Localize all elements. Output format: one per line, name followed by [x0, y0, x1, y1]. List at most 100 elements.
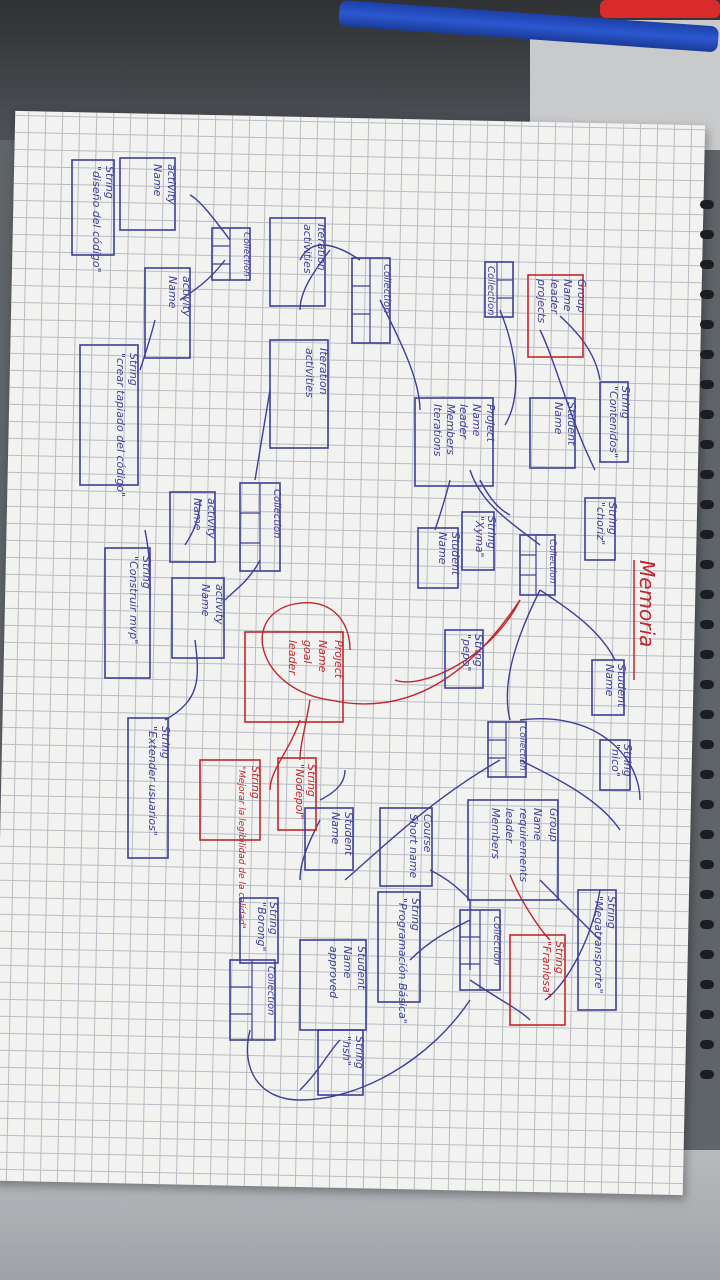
project-attr-leader: leader: [457, 404, 470, 440]
student-header: Student: [615, 664, 628, 708]
spiral-ring: [700, 770, 714, 779]
spiral-ring: [700, 230, 714, 239]
spiral-ring: [700, 590, 714, 599]
diagram-title: Memoria: [633, 560, 659, 680]
group-attr-name: Name: [561, 279, 574, 312]
group-attr-members: Members: [489, 808, 502, 859]
group-attr-leader: leader: [548, 279, 561, 315]
string-choriz: String "choriz": [584, 497, 619, 561]
course-attr-shortname: Short name: [407, 814, 420, 878]
string-programacion: String "Programación Básica": [377, 891, 422, 1024]
collection-members: Collection: [519, 534, 557, 596]
string-value: "nico": [609, 744, 622, 777]
spiral-ring: [700, 890, 714, 899]
student-object-1: Student Name: [529, 397, 578, 469]
spiral-ring: [700, 380, 714, 389]
student-attr-approved: approved: [327, 946, 340, 999]
string-hsh: String "hsh": [317, 1029, 366, 1096]
activity-header: activity: [213, 584, 226, 625]
string-value: "Mejorar la legibilidad de la calidad": [236, 766, 246, 929]
spiral-ring: [700, 350, 714, 359]
string-xyma: String "Xyma": [461, 511, 498, 571]
spiral-ring: [700, 740, 714, 749]
spiral-ring: [700, 410, 714, 419]
spiral-ring: [700, 440, 714, 449]
string-header: String: [249, 766, 262, 799]
student-object-5: Student Name approved: [299, 939, 368, 1031]
string-value: "hsh": [340, 1036, 353, 1066]
red-pen-cap: [600, 0, 720, 18]
spiral-ring: [700, 800, 714, 809]
project-attr-name: Name: [470, 404, 483, 437]
group-attr-leader: leader: [503, 808, 516, 844]
string-pepo: String "pepo": [444, 629, 485, 689]
string-value: "diseño del código": [90, 166, 103, 273]
collection-header: Collection: [485, 266, 496, 315]
course-header: Course: [421, 814, 434, 853]
string-header: String: [606, 502, 619, 535]
spiral-ring: [700, 950, 714, 959]
string-value: "Megatransporte": [592, 896, 605, 994]
project-attr-iterations: Iterations: [431, 404, 444, 457]
spiral-ring: [700, 650, 714, 659]
group-header: Group: [547, 808, 560, 842]
string-header: String: [353, 1036, 366, 1069]
string-value: "choriz": [594, 502, 607, 545]
string-borong: String "Borong": [239, 897, 280, 964]
spiral-ring: [700, 980, 714, 989]
project-attr-leader: leader: [286, 640, 299, 676]
project-object-1: Project Name leader Members Iterations: [414, 397, 497, 487]
collection-header: Collection: [241, 232, 251, 277]
collection-group2: Collection: [459, 909, 502, 991]
activity-attr-name: Name: [151, 164, 164, 197]
student-header: Student: [342, 812, 355, 856]
string-nodepol: String "Nodepol": [277, 757, 318, 831]
project-attr-name: Name: [316, 640, 329, 673]
spiral-ring: [700, 620, 714, 629]
string-nico: String "nico": [599, 739, 634, 791]
spiral-ring: [700, 290, 714, 299]
string-value: "Borong": [255, 902, 268, 952]
collection-header: Collection: [517, 726, 527, 771]
string-value: "Nodepol": [293, 764, 306, 820]
group-attr-name: Name: [531, 808, 544, 841]
string-header: String: [159, 726, 172, 759]
string-contenidos: String "Contenidos": [599, 381, 632, 463]
activity-header: activity: [165, 164, 178, 205]
course-object: Course Short name: [379, 807, 434, 887]
iteration-object-1: Iteration activities: [269, 217, 328, 307]
activity-header: activity: [205, 498, 218, 539]
string-franlosa: String "Franlosa": [509, 934, 566, 1026]
student-object-2: Student Name: [417, 527, 462, 589]
spiral-ring: [700, 560, 714, 569]
string-header: String: [267, 902, 280, 935]
student-attr-name: Name: [552, 402, 565, 435]
string-header: String: [619, 386, 632, 419]
iteration-attr-activities: activities: [303, 348, 316, 398]
student-header: Student: [565, 402, 578, 446]
string-mejorar: String "Mejorar la legibilidad de la cal…: [199, 759, 262, 929]
collection-header: Collection: [491, 916, 502, 965]
activity-object-1: activity Name: [119, 157, 178, 231]
collection-iteration-1: Collection: [211, 227, 251, 281]
group-header: Group: [575, 279, 588, 313]
student-attr-name: Name: [603, 664, 616, 697]
string-megatransporte: String "Megatransporte": [577, 889, 618, 1011]
collection-header: Collection: [271, 489, 282, 538]
string-header: String: [305, 764, 318, 797]
project-object-2: Project Name goal leader: [244, 631, 345, 723]
collection-group1: Collection: [484, 261, 514, 318]
spiral-ring: [700, 320, 714, 329]
red-connectors: [261, 599, 551, 941]
student-object-4: Student Name: [304, 807, 355, 871]
collection-mid: Collection: [487, 721, 527, 778]
group-attr-requirements: requirements: [517, 808, 530, 882]
student-attr-name: Name: [329, 812, 342, 845]
spiral-ring: [700, 500, 714, 509]
connectors: [139, 194, 641, 1101]
group-object-1: Group Name leader projects: [527, 274, 588, 358]
string-diseno: String "diseño del código": [71, 159, 116, 273]
string-value: "Xyma": [473, 516, 486, 558]
svg-text:Memoria: Memoria: [635, 560, 659, 647]
